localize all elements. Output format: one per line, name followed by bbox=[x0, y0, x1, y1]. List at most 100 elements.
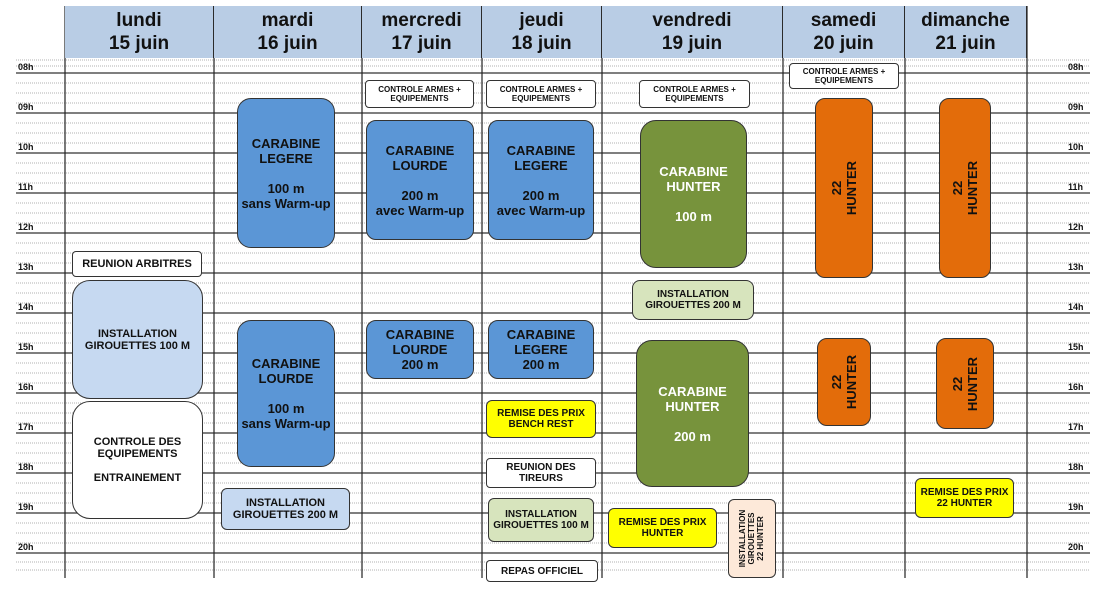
day-name: mercredi bbox=[381, 10, 462, 31]
event-label: CONTROLE ARMES + EQUIPEMENTS bbox=[378, 85, 461, 103]
day-name: jeudi bbox=[519, 10, 564, 31]
hour-label-right: 10h bbox=[1068, 142, 1084, 152]
event-label: INSTALLATION GIROUETTES 22 HUNTER bbox=[738, 509, 766, 568]
event-22-hunter-dimanche-2[interactable]: 22 HUNTER bbox=[936, 338, 994, 429]
event-controle-armes-jeudi[interactable]: CONTROLE ARMES + EQUIPEMENTS bbox=[486, 80, 596, 108]
event-carabine-lourde-200[interactable]: CARABINE LOURDE 200 m avec Warm-up bbox=[366, 120, 474, 240]
hour-label-left: 08h bbox=[18, 62, 34, 72]
hour-label-right: 11h bbox=[1068, 182, 1084, 192]
hour-label-left: 19h bbox=[18, 502, 34, 512]
event-label: 22 HUNTER bbox=[829, 160, 859, 216]
event-label: CARABINE LEGERE 100 m sans Warm-up bbox=[241, 135, 331, 211]
event-label: CONTROLE ARMES + EQUIPEMENTS bbox=[802, 67, 886, 85]
event-label: INSTALLATION GIROUETTES 100 M bbox=[493, 509, 589, 531]
event-carabine-legere-200[interactable]: CARABINE LEGERE 200 m avec Warm-up bbox=[488, 120, 594, 240]
event-controle-armes-vendredi[interactable]: CONTROLE ARMES + EQUIPEMENTS bbox=[639, 80, 750, 108]
event-label: CARABINE HUNTER 100 m bbox=[659, 164, 728, 224]
event-label: CONTROLE DES EQUIPEMENTS ENTRAINEMENT bbox=[93, 436, 182, 484]
event-controle-entrainement[interactable]: CONTROLE DES EQUIPEMENTS ENTRAINEMENT bbox=[72, 401, 203, 519]
event-label: CARABINE LOURDE 200 m avec Warm-up bbox=[375, 142, 465, 218]
hour-label-right: 17h bbox=[1068, 422, 1084, 432]
event-22-hunter-samedi-2[interactable]: 22 HUNTER bbox=[817, 338, 871, 426]
event-carabine-legere-200-b[interactable]: CARABINE LEGERE 200 m bbox=[488, 320, 594, 379]
event-label: CARABINE HUNTER 200 m bbox=[658, 383, 727, 444]
event-label: CARABINE LOURDE 100 m sans Warm-up bbox=[241, 356, 331, 431]
day-name: samedi bbox=[810, 10, 877, 31]
hour-label-right: 20h bbox=[1068, 542, 1084, 552]
event-label: REUNION DES TIREURS bbox=[506, 462, 576, 484]
event-carabine-lourde-100[interactable]: CARABINE LOURDE 100 m sans Warm-up bbox=[237, 320, 335, 467]
hour-label-left: 13h bbox=[18, 262, 34, 272]
hour-label-right: 16h bbox=[1068, 382, 1084, 392]
hour-label-left: 20h bbox=[18, 542, 34, 552]
event-label: CONTROLE ARMES + EQUIPEMENTS bbox=[653, 85, 736, 103]
event-carabine-hunter-100[interactable]: CARABINE HUNTER 100 m bbox=[640, 120, 747, 268]
event-label: CONTROLE ARMES + EQUIPEMENTS bbox=[499, 85, 583, 103]
day-date: 17 juin bbox=[391, 33, 452, 54]
day-name: vendredi bbox=[652, 10, 732, 31]
hour-label-left: 16h bbox=[18, 382, 34, 392]
event-label: 22 HUNTER bbox=[829, 354, 860, 410]
event-22-hunter-samedi-1[interactable]: 22 HUNTER bbox=[815, 98, 873, 278]
day-date: 15 juin bbox=[108, 33, 170, 54]
event-label: REMISE DES PRIX BENCH REST bbox=[497, 408, 585, 430]
hour-label-left: 09h bbox=[18, 102, 34, 112]
day-date: 20 juin bbox=[813, 33, 874, 54]
event-label: 22 HUNTER bbox=[950, 160, 981, 216]
event-installation-girouettes-200-vendredi[interactable]: INSTALLATION GIROUETTES 200 M bbox=[632, 280, 754, 320]
event-controle-armes-samedi[interactable]: CONTROLE ARMES + EQUIPEMENTS bbox=[789, 63, 899, 89]
event-carabine-hunter-200[interactable]: CARABINE HUNTER 200 m bbox=[636, 340, 749, 487]
day-date: 16 juin bbox=[257, 33, 318, 54]
hour-label-right: 14h bbox=[1068, 302, 1084, 312]
day-name: lundi bbox=[116, 10, 162, 31]
event-label: 22 HUNTER bbox=[950, 356, 980, 411]
event-label: REMISE DES PRIX 22 HUNTER bbox=[920, 487, 1009, 509]
hour-label-left: 17h bbox=[18, 422, 34, 432]
event-label: INSTALLATION GIROUETTES 200 M bbox=[232, 497, 339, 521]
day-name: mardi bbox=[261, 10, 314, 31]
event-carabine-legere-100[interactable]: CARABINE LEGERE 100 m sans Warm-up bbox=[237, 98, 335, 248]
event-reunion-arbitres[interactable]: REUNION ARBITRES bbox=[72, 251, 202, 277]
hour-label-left: 14h bbox=[18, 302, 34, 312]
event-label: INSTALLATION GIROUETTES 200 M bbox=[645, 289, 741, 311]
day-date: 18 juin bbox=[511, 33, 572, 54]
event-installation-girouettes-22-hunter[interactable]: INSTALLATION GIROUETTES 22 HUNTER bbox=[728, 499, 776, 578]
day-date: 19 juin bbox=[661, 33, 723, 54]
event-label: REMISE DES PRIX HUNTER bbox=[618, 517, 707, 539]
event-repas-officiel[interactable]: REPAS OFFICIEL bbox=[486, 560, 598, 582]
event-22-hunter-dimanche-1[interactable]: 22 HUNTER bbox=[939, 98, 991, 278]
hour-label-right: 13h bbox=[1068, 262, 1084, 272]
hour-label-right: 08h bbox=[1068, 62, 1084, 72]
event-remise-prix-hunter[interactable]: REMISE DES PRIX HUNTER bbox=[608, 508, 717, 548]
event-label: REPAS OFFICIEL bbox=[500, 565, 584, 577]
hour-label-right: 09h bbox=[1068, 102, 1084, 112]
hour-label-right: 19h bbox=[1068, 502, 1084, 512]
event-carabine-lourde-200-b[interactable]: CARABINE LOURDE 200 m bbox=[366, 320, 474, 379]
event-installation-girouettes-100[interactable]: INSTALLATION GIROUETTES 100 M bbox=[72, 280, 203, 399]
hour-label-left: 15h bbox=[18, 342, 34, 352]
event-installation-girouettes-100-jeudi[interactable]: INSTALLATION GIROUETTES 100 M bbox=[488, 498, 594, 542]
event-controle-armes-mercredi[interactable]: CONTROLE ARMES + EQUIPEMENTS bbox=[365, 80, 474, 108]
hour-label-right: 12h bbox=[1068, 222, 1084, 232]
hour-label-left: 18h bbox=[18, 462, 34, 472]
hour-label-right: 15h bbox=[1068, 342, 1084, 352]
event-remise-prix-22-hunter[interactable]: REMISE DES PRIX 22 HUNTER bbox=[915, 478, 1014, 518]
event-label: CARABINE LOURDE 200 m bbox=[385, 327, 455, 372]
event-label: REUNION ARBITRES bbox=[82, 258, 192, 270]
event-label: CARABINE LEGERE 200 m bbox=[506, 327, 576, 372]
hour-label-right: 18h bbox=[1068, 462, 1084, 472]
event-reunion-tireurs[interactable]: REUNION DES TIREURS bbox=[486, 458, 596, 488]
event-label: CARABINE LEGERE 200 m avec Warm-up bbox=[496, 142, 586, 218]
event-label: INSTALLATION GIROUETTES 100 M bbox=[84, 327, 191, 352]
event-installation-girouettes-200[interactable]: INSTALLATION GIROUETTES 200 M bbox=[221, 488, 350, 530]
event-remise-prix-bench-rest[interactable]: REMISE DES PRIX BENCH REST bbox=[486, 400, 596, 438]
hour-label-left: 12h bbox=[18, 222, 34, 232]
hour-label-left: 10h bbox=[18, 142, 34, 152]
